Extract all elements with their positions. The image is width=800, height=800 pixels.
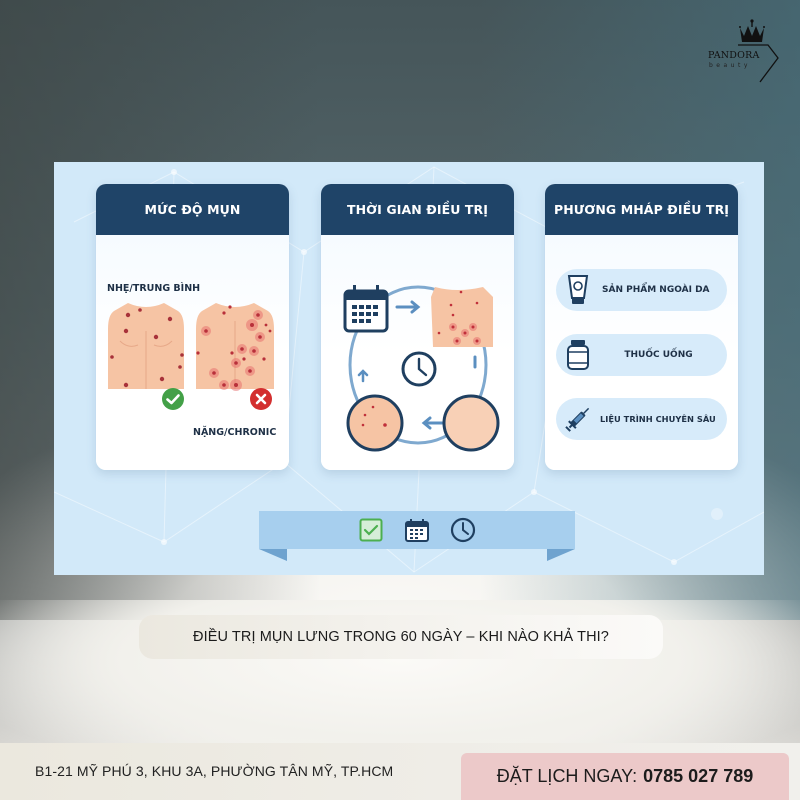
option-oral-medication: THUỐC UỐNG xyxy=(556,334,727,376)
card-title: MỨC ĐỘ MỤN xyxy=(96,184,289,235)
headline-text: ĐIỀU TRỊ MỤN LƯNG TRONG 60 NGÀY – KHI NÀ… xyxy=(193,629,609,645)
option-topical-products: SẢN PHẨM NGOÀI DA xyxy=(556,269,727,311)
clear-skin-illustration xyxy=(442,394,500,452)
card-title: PHƯƠNG MHÁP ĐIỀU TRỊ xyxy=(545,184,738,235)
option-label: THUỐC UỐNG xyxy=(624,350,693,360)
phone-number[interactable]: 0785 027 789 xyxy=(643,766,754,786)
brand-tagline: beauty xyxy=(709,62,751,69)
card-acne-severity: MỨC ĐỘ MỤN NHẸ/TRUNG BÌNH xyxy=(96,184,289,470)
option-label: LIỆU TRÌNH CHUYÊN SÂU xyxy=(600,414,716,424)
address-text: B1-21 MỸ PHÚ 3, KHU 3A, PHƯỜNG TÂN MỸ, T… xyxy=(35,763,394,779)
severe-acne-back-illustration xyxy=(196,303,274,391)
crown-diamond-icon xyxy=(738,19,779,83)
icon-ribbon xyxy=(259,511,575,549)
cream-tube-icon xyxy=(556,269,600,311)
booking-cta[interactable]: ĐẶT LỊCH NGAY: 0785 027 789 xyxy=(461,753,789,800)
clock-icon xyxy=(401,351,437,387)
ribbon-fold-left xyxy=(259,549,287,561)
card-title: THỜI GIAN ĐIỀU TRỊ xyxy=(321,184,514,235)
brand-name: PANDORA xyxy=(708,50,760,61)
headline-banner: ĐIỀU TRỊ MỤN LƯNG TRONG 60 NGÀY – KHI NÀ… xyxy=(139,615,663,659)
check-badge-icon xyxy=(162,388,184,410)
card-treatment-time: THỜI GIAN ĐIỀU TRỊ xyxy=(321,184,514,470)
checkbox-icon xyxy=(358,517,384,543)
clock-icon xyxy=(450,517,476,543)
acne-back-illustration xyxy=(431,287,493,347)
option-label: SẢN PHẨM NGOÀI DA xyxy=(602,285,710,295)
label-severe-chronic: NẶNG/CHRONIC xyxy=(193,427,277,438)
syringe-icon xyxy=(556,398,600,440)
calendar-icon xyxy=(404,517,430,543)
ribbon-fold-right xyxy=(547,549,575,561)
calendar-icon xyxy=(343,285,389,333)
mild-acne-back-illustration xyxy=(108,303,184,389)
improving-skin-illustration xyxy=(346,394,404,452)
pill-bottle-icon xyxy=(556,334,600,376)
label-mild-moderate: NHẸ/TRUNG BÌNH xyxy=(107,283,201,294)
treatment-cycle-diagram xyxy=(343,285,500,452)
brand-logo: PANDORA beauty xyxy=(700,14,795,84)
cta-label: ĐẶT LỊCH NGAY: xyxy=(496,766,638,786)
infographic-panel: MỨC ĐỘ MỤN NHẸ/TRUNG BÌNH xyxy=(54,162,764,575)
card-treatment-methods: PHƯƠNG MHÁP ĐIỀU TRỊ SẢN PHẨM NGOÀI DA T… xyxy=(545,184,738,470)
option-intensive-treatment: LIỆU TRÌNH CHUYÊN SÂU xyxy=(556,398,727,440)
x-badge-icon xyxy=(250,388,272,410)
